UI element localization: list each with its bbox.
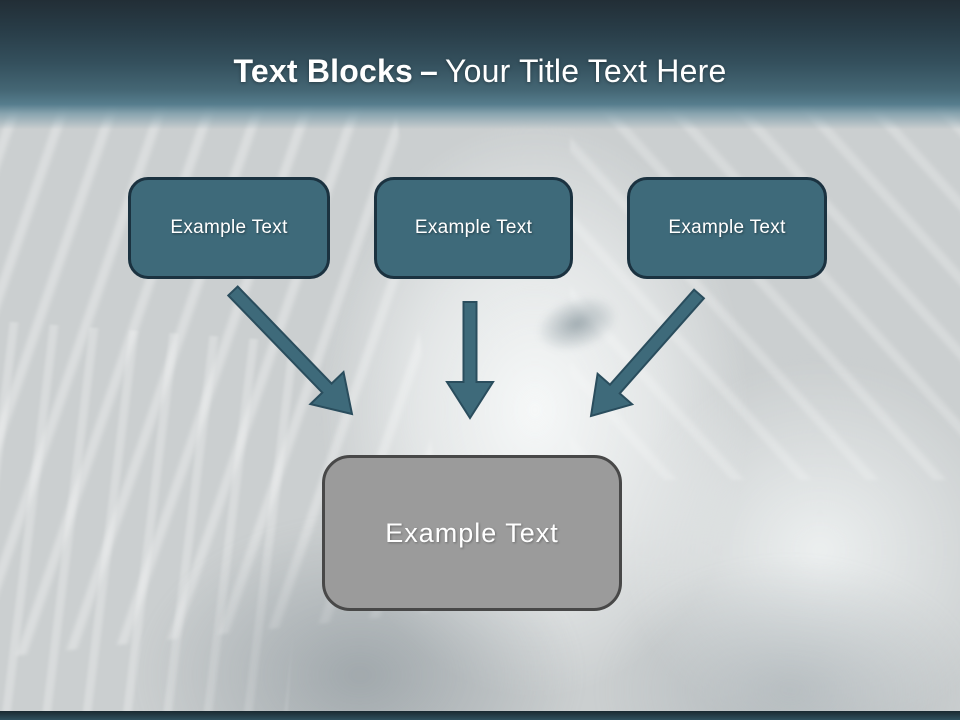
result-block: Example Text [322, 455, 622, 611]
down-right-arrow-icon [226, 285, 354, 416]
text-block-1: Example Text [128, 177, 330, 279]
slide-title-dash: – [419, 53, 438, 89]
text-block-3-label: Example Text [668, 217, 786, 238]
text-block-1-label: Example Text [170, 217, 288, 238]
bg-right-highlight [620, 360, 960, 720]
text-block-3: Example Text [627, 177, 827, 279]
footer-band [0, 711, 960, 720]
slide-title: Text Blocks–Your Title Text Here [0, 53, 960, 90]
down-arrow-icon [445, 301, 495, 420]
slide-title-bold: Text Blocks [233, 53, 413, 89]
bg-shoulder-shadow-right [600, 560, 960, 720]
text-block-2-label: Example Text [414, 217, 533, 238]
header-band [0, 0, 960, 132]
result-block-label: Example Text [385, 517, 559, 548]
text-block-2: Example Text [374, 177, 573, 279]
down-left-arrow-icon [589, 288, 706, 418]
slide-title-rest: Your Title Text Here [444, 53, 727, 89]
